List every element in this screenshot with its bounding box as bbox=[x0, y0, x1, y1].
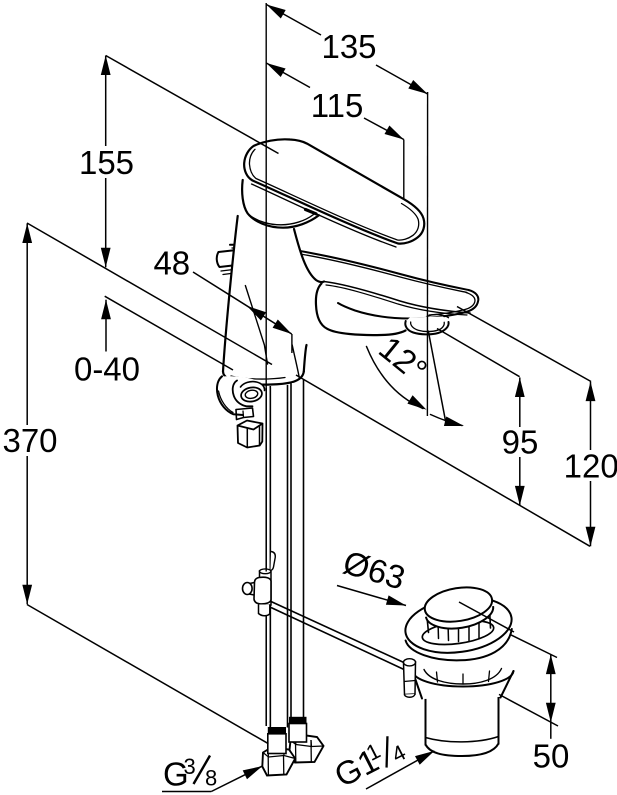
svg-text:370: 370 bbox=[2, 422, 57, 459]
svg-text:G: G bbox=[163, 755, 189, 792]
svg-text:120: 120 bbox=[564, 448, 617, 485]
svg-text:8: 8 bbox=[205, 765, 217, 790]
svg-text:95: 95 bbox=[502, 423, 539, 460]
svg-text:135: 135 bbox=[321, 28, 376, 65]
svg-text:48: 48 bbox=[153, 245, 190, 282]
svg-text:155: 155 bbox=[79, 144, 134, 181]
svg-text:0-40: 0-40 bbox=[74, 351, 140, 388]
svg-text:50: 50 bbox=[533, 738, 570, 775]
svg-text:115: 115 bbox=[311, 87, 364, 124]
svg-text:3: 3 bbox=[184, 754, 196, 779]
